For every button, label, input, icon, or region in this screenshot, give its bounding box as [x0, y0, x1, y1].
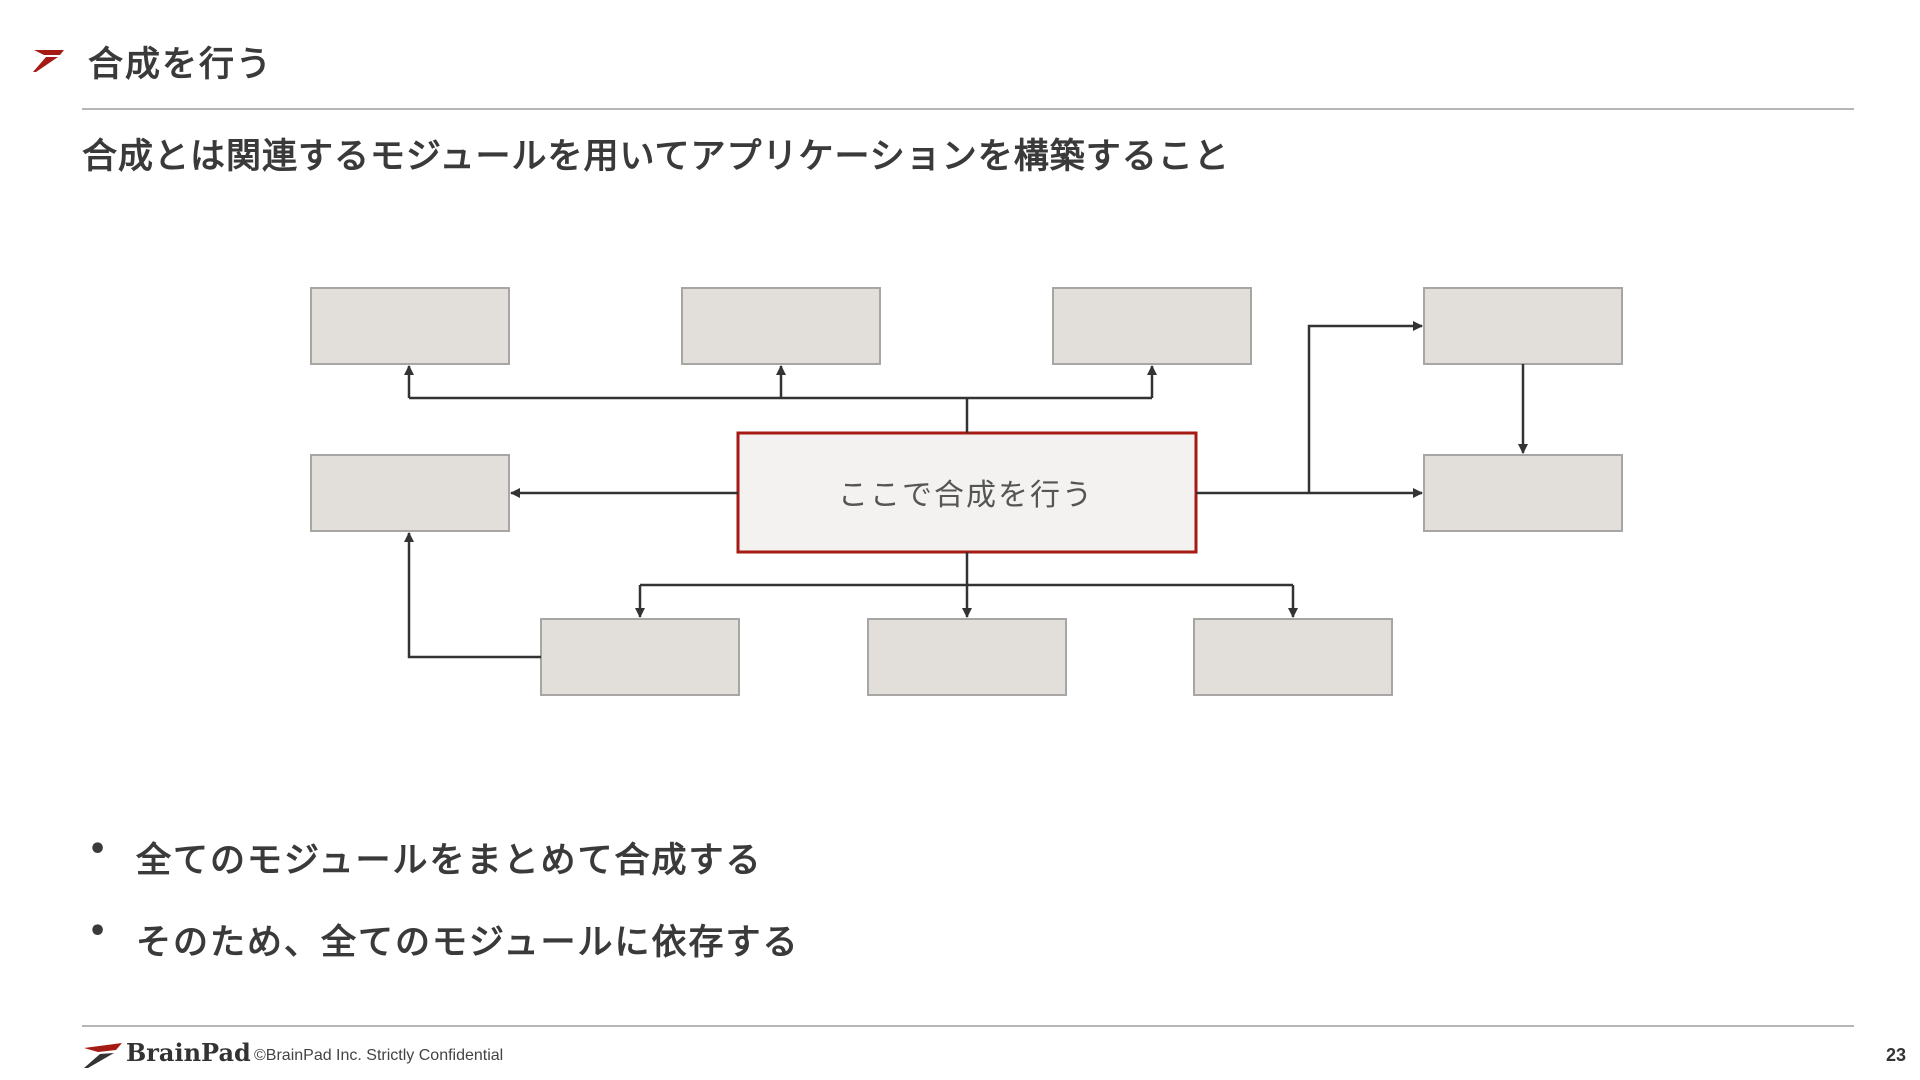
top-divider: [82, 108, 1854, 110]
page-title: 合成を行う: [88, 45, 274, 85]
module-box: [1193, 618, 1393, 696]
top-connectors: [404, 365, 1157, 433]
bullet-marker: •: [88, 832, 110, 867]
module-box: [1423, 287, 1623, 365]
bottom-connectors: [404, 532, 1298, 659]
module-box: [540, 618, 740, 696]
footer-copyright: ©BrainPad Inc. Strictly Confidential: [254, 1047, 504, 1064]
bullet-text: そのため、全てのモジュールに依存する: [136, 923, 800, 963]
module-box: [310, 287, 510, 365]
module-box: [1423, 454, 1623, 532]
brainpad-logo-icon: [84, 1043, 122, 1068]
footer-brand: BrainPad: [126, 1038, 251, 1067]
composition-box: [736, 431, 1198, 554]
bullet-list: • 全てのモジュールをまとめて合成する • そのため、全てのモジュールに依存する: [88, 832, 800, 996]
page-number: 23: [1885, 1045, 1906, 1065]
bullet-text: 全てのモジュールをまとめて合成する: [136, 841, 763, 881]
bottom-divider: [82, 1025, 1854, 1027]
right-connectors: [1196, 321, 1528, 498]
slide-subtitle: 合成とは関連するモジュールを用いてアプリケーションを構築すること: [82, 137, 1230, 177]
bullet-item: • そのため、全てのモジュールに依存する: [88, 914, 800, 996]
module-box: [310, 454, 510, 532]
brainpad-mark-icon: [33, 50, 64, 72]
composition-label: ここで合成を行う: [838, 478, 1094, 513]
module-box: [681, 287, 881, 365]
bullet-item: • 全てのモジュールをまとめて合成する: [88, 832, 800, 914]
module-box: [867, 618, 1067, 696]
module-box: [1052, 287, 1252, 365]
bullet-marker: •: [88, 914, 110, 949]
